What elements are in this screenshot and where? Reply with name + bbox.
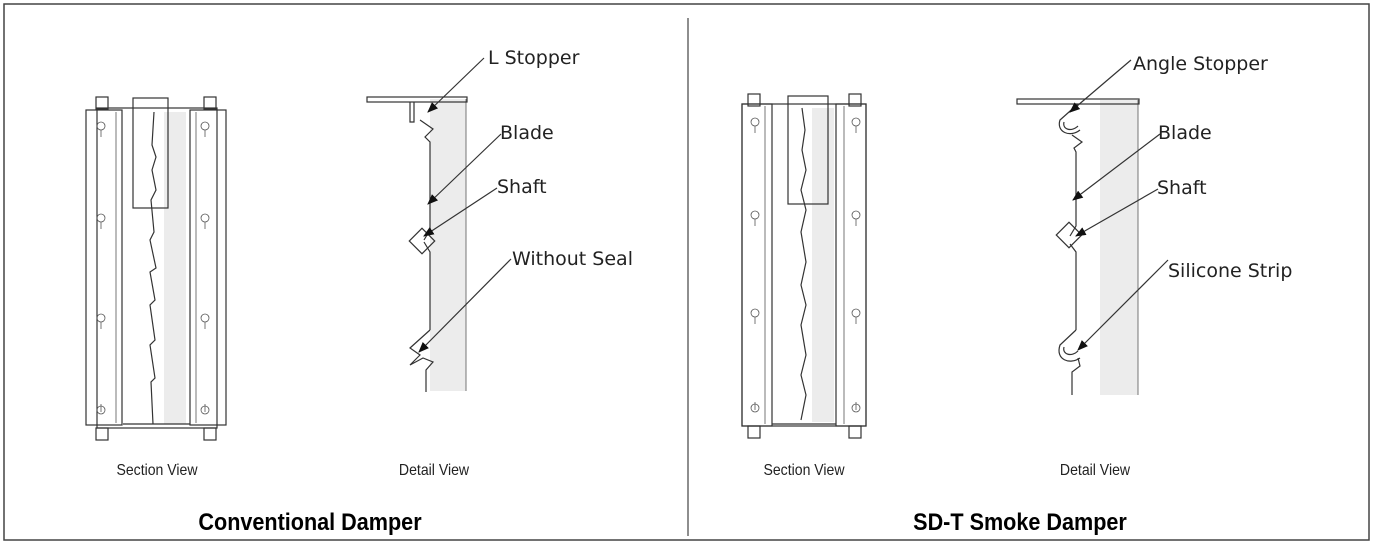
callout-shaft: Shaft: [497, 176, 547, 198]
outer-border: [3, 3, 1370, 541]
section-view-drawing: [741, 93, 867, 439]
detail-view-drawing: [366, 96, 468, 392]
callout-angle-stopper: Angle Stopper: [1133, 53, 1268, 75]
caption-detail-view: Detail View: [399, 461, 469, 479]
callout-blade: Blade: [1158, 122, 1212, 144]
caption-detail-view: Detail View: [1060, 461, 1130, 479]
detail-view-drawing: [1016, 98, 1140, 395]
callout-without-seal: Without Seal: [512, 248, 633, 270]
callout-shaft: Shaft: [1157, 177, 1207, 199]
callout-silicone-strip: Silicone Strip: [1168, 260, 1292, 282]
caption-section-view: Section View: [116, 461, 197, 479]
panel-sd-t-smoke-damper: Angle Stopper Blade Shaft Silicone Strip…: [741, 53, 1292, 535]
panel-title: Conventional Damper: [198, 508, 421, 535]
panel-title: SD-T Smoke Damper: [913, 508, 1127, 535]
panel-conventional: L Stopper Blade Shaft Without Seal Secti…: [85, 47, 633, 535]
callout-blade: Blade: [500, 122, 554, 144]
callout-l-stopper: L Stopper: [488, 47, 580, 69]
caption-section-view: Section View: [763, 461, 844, 479]
section-view-drawing: [85, 96, 227, 441]
